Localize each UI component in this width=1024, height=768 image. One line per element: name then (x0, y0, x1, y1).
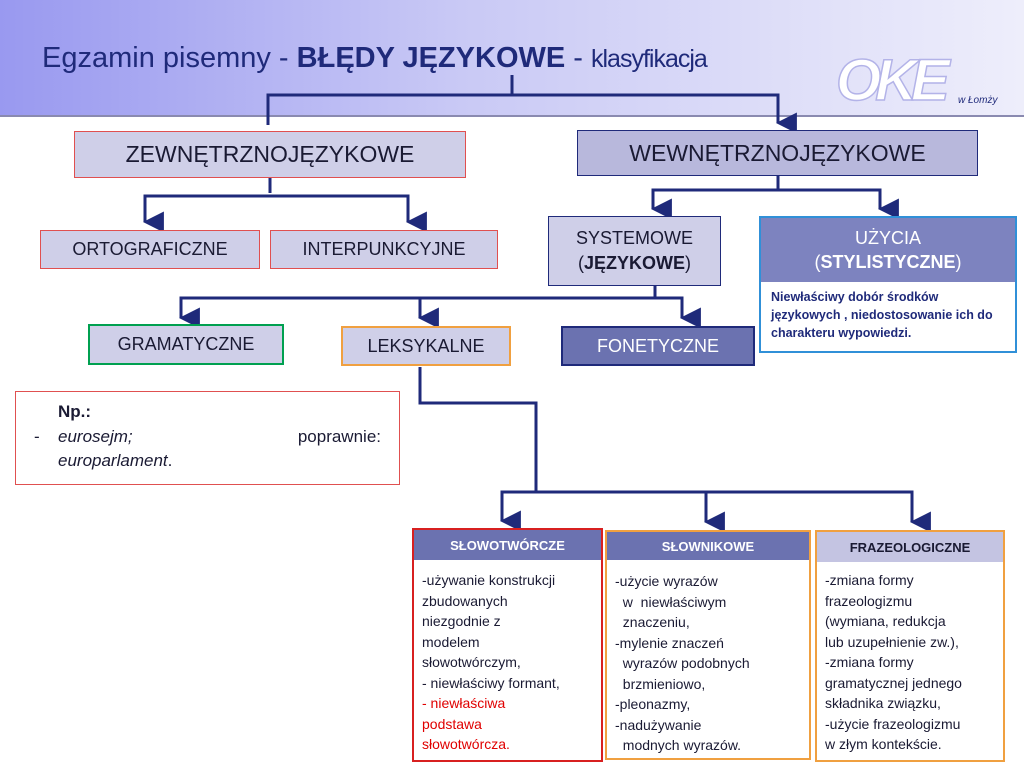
node-zewnetrznojezykowe-label: ZEWNĘTRZNOJĘZYKOWE (125, 141, 415, 167)
example-box: Np.: - eurosejm; poprawnie: europarlamen… (15, 391, 400, 485)
column-line: w niewłaściwym (615, 593, 727, 610)
column-slowotworcze: SŁOWOTWÓRCZE -używanie konstrukcji zbudow… (412, 528, 603, 762)
column-slownikowe-body: -użycie wyrazów w niewłaściwym znaczeniu… (607, 560, 809, 756)
column-slowotworcze-highlight: - niewłaściwa podstawa słowotwórcza. (422, 693, 593, 755)
column-line: podstawa (422, 715, 482, 732)
logo-subtitle: w Łomży (958, 95, 998, 106)
title-part-1: Egzamin pisemny - (42, 42, 297, 74)
column-line: - niewłaściwy formant, (422, 674, 560, 691)
column-line: -mylenie znaczeń (615, 634, 724, 651)
column-line: modnych wyrazów. (615, 737, 742, 753)
page-title: Egzamin pisemny - BŁĘDY JĘZYKOWE - klasy… (42, 42, 708, 75)
node-leksykalne: LEKSYKALNE (341, 326, 511, 366)
oke-logo: OKE (835, 50, 959, 112)
example-dash: - (34, 427, 40, 446)
column-frazeologiczne: FRAZEOLOGICZNE -zmiana formy frazeologizm… (815, 530, 1005, 762)
example-wrong: eurosejm; (58, 427, 133, 446)
node-wewnetrznojezykowe: WEWNĘTRZNOJĘZYKOWE (577, 130, 978, 176)
node-systemowe-line1: SYSTEMOWE (575, 228, 693, 248)
column-slownikowe-lines: -użycie wyrazów w niewłaściwym znaczeniu… (615, 571, 801, 756)
node-gramatyczne-label: GRAMATYCZNE (117, 334, 255, 354)
node-uzycia-header: UŻYCIA (STYLISTYCZNE) (761, 218, 1015, 282)
column-line: - niewłaściwa (422, 695, 506, 711)
node-systemowe-bold: JĘZYKOWE (583, 253, 685, 273)
column-line: niezgodnie z (422, 613, 501, 629)
column-line: frazeologizmu (825, 592, 913, 609)
header-divider (0, 115, 1024, 117)
connector-lek-down (418, 367, 538, 492)
column-line: brzmieniowo, (615, 675, 706, 692)
column-line: -nadużywanie (615, 716, 702, 733)
example-correct-label: poprawnie: (297, 427, 381, 446)
node-systemowe: SYSTEMOWE (JĘZYKOWE) (548, 216, 721, 286)
example-correct: europarlament. (58, 451, 173, 470)
column-slowotworcze-title: SŁOWOTWÓRCZE (414, 530, 601, 560)
title-small: klasyfikacja (591, 45, 708, 73)
column-line: -pleonazmy, (615, 696, 691, 712)
example-label: Np.: (58, 402, 92, 421)
column-line: -użycie frazeologizmu (825, 715, 961, 732)
node-ortograficzne: ORTOGRAFICZNE (40, 230, 260, 269)
column-line: w złym kontekście. (825, 736, 942, 752)
node-uzycia-bold: STYLISTYCZNE (820, 252, 956, 272)
node-leksykalne-label: LEKSYKALNE (367, 335, 485, 356)
node-wewnetrznojezykowe-label: WEWNĘTRZNOJĘZYKOWE (629, 139, 926, 166)
column-frazeologiczne-lines: -zmiana formy frazeologizmu (wymiana, redu… (825, 570, 995, 755)
column-line: (wymiana, redukcja (825, 613, 946, 629)
column-line: lub uzupełnienie zw.), (825, 633, 959, 650)
column-slownikowe-title: SŁOWNIKOWE (607, 532, 809, 560)
connector-sys-branch (178, 296, 701, 329)
column-slowotworcze-lines: -używanie konstrukcji zbudowanych niezgodn… (422, 570, 593, 693)
node-gramatyczne: GRAMATYCZNE (88, 324, 284, 365)
column-line: wyrazów podobnych (615, 655, 750, 671)
column-line: -zmiana formy (825, 654, 914, 670)
column-frazeologiczne-title: FRAZEOLOGICZNE (817, 532, 1003, 562)
column-line: modelem (422, 633, 480, 650)
node-fonetyczne-label: FONETYCZNE (596, 335, 719, 356)
column-line: składnika związku, (825, 695, 941, 711)
node-fonetyczne: FONETYCZNE (561, 326, 755, 366)
column-line: gramatycznej jednego (825, 674, 962, 691)
column-line: -użycie wyrazów (615, 573, 718, 589)
column-line: -używanie konstrukcji (422, 572, 556, 588)
title-bold: BŁĘDY JĘZYKOWE (296, 42, 566, 74)
column-slownikowe: SŁOWNIKOWE -użycie wyrazów w niewłaściwy… (605, 530, 811, 760)
node-uzycia-description: Niewłaściwy dobór środków językowych , n… (771, 290, 993, 340)
node-uzycia-line1: UŻYCIA (854, 228, 921, 248)
column-line: słowotwórczym, (422, 654, 521, 670)
connector-root-branch (266, 93, 797, 134)
node-zewnetrznojezykowe: ZEWNĘTRZNOJĘZYKOWE (74, 131, 466, 178)
title-part-2: - (565, 42, 591, 74)
node-systemowe-line2: (JĘZYKOWE) (577, 253, 691, 273)
connector-zew-branch (142, 194, 427, 233)
column-frazeologiczne-body: -zmiana formy frazeologizmu (wymiana, redu… (817, 562, 1003, 755)
node-uzycia: UŻYCIA (STYLISTYCZNE) Niewłaściwy dobór … (759, 216, 1017, 353)
node-interpunkcyjne: INTERPUNKCYJNE (270, 230, 498, 269)
connector-wew-branch (650, 188, 899, 220)
column-line: -zmiana formy (825, 572, 914, 588)
column-line: znaczeniu, (615, 614, 690, 630)
node-uzycia-line2: (STYLISTYCZNE) (814, 252, 962, 272)
column-line: zbudowanych (422, 592, 508, 609)
node-interpunkcyjne-label: INTERPUNKCYJNE (302, 239, 466, 259)
node-ortograficzne-label: ORTOGRAFICZNE (72, 239, 228, 259)
logo-lettering: OKE (836, 50, 952, 112)
column-line: słowotwórcza. (422, 736, 510, 752)
column-slowotworcze-body: -używanie konstrukcji zbudowanych niezgodn… (414, 560, 601, 755)
